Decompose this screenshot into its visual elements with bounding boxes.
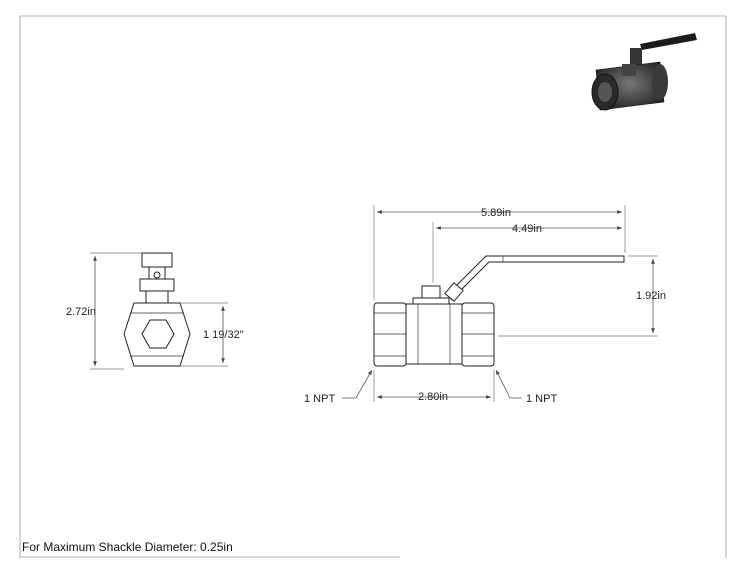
thread-right-label: 1 NPT xyxy=(526,393,557,405)
shackle-footnote: For Maximum Shackle Diameter: 0.25in xyxy=(22,540,233,554)
ball-valve-isometric-icon xyxy=(591,33,697,111)
handle-length-label: 4.49in xyxy=(512,223,542,235)
thread-left-label: 1 NPT xyxy=(304,393,335,405)
overall-height-label: 2.72in xyxy=(66,306,96,318)
drawing-frame xyxy=(19,15,727,558)
end-view xyxy=(90,252,228,370)
overall-length-label: 5.89in xyxy=(481,207,511,219)
body-length-label: 2.80in xyxy=(418,391,448,403)
hex-size-label: 1 19/32" xyxy=(203,329,244,341)
height-above-center-label: 1.92in xyxy=(636,290,666,302)
front-view xyxy=(342,205,658,402)
